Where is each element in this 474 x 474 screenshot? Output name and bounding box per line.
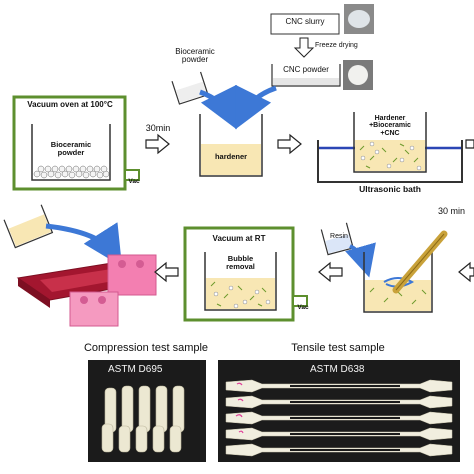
tensile-title: Tensile test sample bbox=[240, 342, 436, 354]
arrow-oven-to-hardener bbox=[146, 135, 169, 153]
pour-arrow-mold bbox=[46, 226, 114, 254]
ultrasonic-bath-label: Ultrasonic bath bbox=[318, 185, 462, 194]
freeze-drying-arrow bbox=[295, 38, 313, 57]
resin-label: Resin bbox=[327, 233, 351, 240]
vacuum-oven-label: Vacuum oven at 100°C bbox=[16, 101, 124, 109]
cnc-slurry-label: CNC slurry bbox=[271, 18, 339, 26]
bioceramic-cup bbox=[172, 72, 208, 104]
bubble-removal-label: Bubble removal bbox=[205, 255, 276, 271]
time-30min-label: 30min bbox=[140, 124, 176, 133]
freeze-drying-label: Freeze drying bbox=[315, 42, 375, 49]
vacuum-rt-label: Vacuum at RT bbox=[188, 235, 290, 243]
arrow-edge-middle bbox=[459, 263, 474, 281]
pour-arrow-cnc bbox=[242, 88, 276, 116]
astm-d695-label: ASTM D695 bbox=[108, 364, 162, 375]
arrow-mix-to-vacuum bbox=[319, 263, 342, 281]
arrow-edge-top bbox=[466, 140, 474, 148]
mixture-label: Hardener +Bioceramic +CNC bbox=[354, 115, 426, 137]
vac-label-bottom: Vac bbox=[294, 305, 312, 312]
cnc-powder-fill bbox=[273, 78, 339, 85]
cnc-powder-photo-blob bbox=[348, 65, 368, 85]
astm-d638-label: ASTM D638 bbox=[310, 364, 364, 375]
vac-label-top: Vac bbox=[125, 179, 143, 186]
oven-powder-dots bbox=[34, 166, 109, 178]
arrow-vacuum-to-mold bbox=[155, 263, 178, 281]
cnc-powder-label: CNC powder bbox=[272, 66, 340, 74]
bioceramic-powder-label: Bioceramic powder bbox=[160, 48, 230, 65]
mixture-cup bbox=[4, 205, 52, 248]
pour-arrow-bioceramic bbox=[200, 92, 230, 116]
time-30-right-label: 30 min bbox=[438, 207, 474, 216]
compression-title: Compression test sample bbox=[60, 342, 232, 354]
cnc-slurry-photo-blob bbox=[348, 10, 370, 28]
oven-bioceramic-label: Bioceramic powder bbox=[32, 141, 110, 157]
hardener-label: hardener bbox=[200, 153, 262, 161]
arrow-hardener-to-bath bbox=[278, 135, 301, 153]
